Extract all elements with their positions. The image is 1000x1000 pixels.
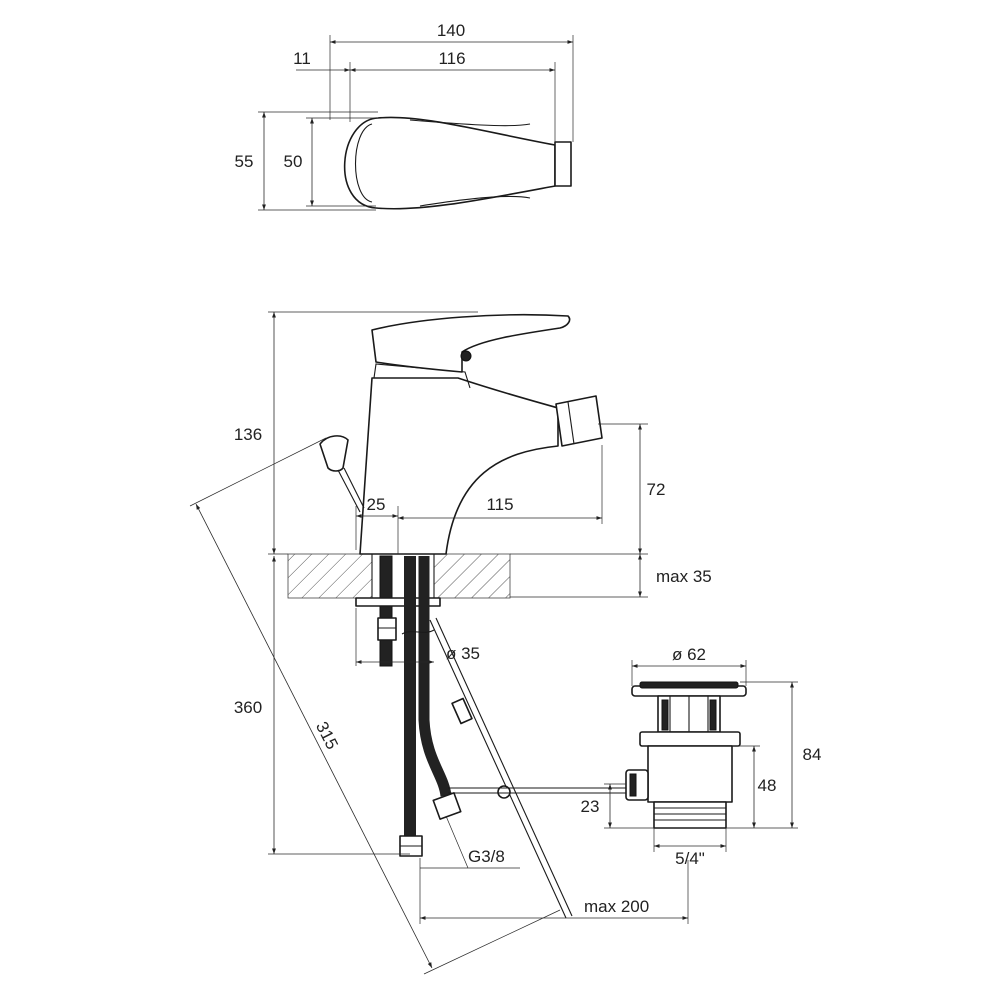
dim-waste-height-total: 84: [803, 745, 822, 764]
mounting-nut: [377, 617, 397, 641]
dim-spout-reach: 115: [486, 495, 513, 514]
top-view-spout-tip: [554, 141, 572, 187]
dim-line-rod-length: [195, 503, 433, 969]
top-view-handle-edge: [355, 123, 373, 203]
pop-up-rod: [429, 619, 567, 919]
dim-pop-up-offset: 25: [367, 495, 386, 514]
top-view-lever-line: [409, 119, 531, 127]
waste-nut: [639, 731, 741, 747]
faucet-body: [359, 377, 559, 555]
dim-rod-reach: max 200: [584, 897, 649, 916]
side-view: 136 360 72 max 35 25 115 ø 35 315 G3/8 m…: [189, 311, 712, 975]
top-view: 140 116 11 55 50: [235, 21, 574, 211]
dim-rod-length: 315: [312, 719, 342, 753]
top-view-body: [343, 116, 556, 210]
pop-up-knob: [319, 435, 349, 472]
faucet-lever: [371, 313, 571, 373]
waste-thread: [653, 801, 727, 829]
dim-offset: 11: [293, 49, 311, 68]
dim-waste-thread: 5/4": [675, 849, 705, 868]
dim-hose-length: 360: [234, 698, 262, 717]
top-view-lever-line-lower: [419, 195, 531, 207]
dim-waste-diameter: ø 62: [672, 645, 706, 664]
dim-width-overall: 140: [437, 21, 465, 40]
hose-fitting-right: [432, 792, 462, 820]
waste-view: ø 62 84 48 23 5/4": [581, 645, 822, 868]
dim-height-total: 136: [234, 425, 262, 444]
waste-body: [647, 745, 733, 803]
spray-nozzle: [555, 395, 603, 447]
dim-depth-overall: 55: [235, 152, 254, 171]
dim-hose-thread: G3/8: [468, 847, 505, 866]
mounting-stud: [379, 555, 393, 667]
dim-waste-height-body: 48: [758, 776, 777, 795]
dim-spout-height: 72: [647, 480, 666, 499]
dim-counter-thickness: max 35: [656, 567, 712, 586]
dim-depth-body: 50: [284, 152, 303, 171]
dim-width-body: 116: [438, 49, 465, 68]
dim-hole-diameter: ø 35: [446, 644, 480, 663]
dim-waste-outlet-height: 23: [581, 797, 600, 816]
waste-lever-connector: [625, 769, 649, 801]
